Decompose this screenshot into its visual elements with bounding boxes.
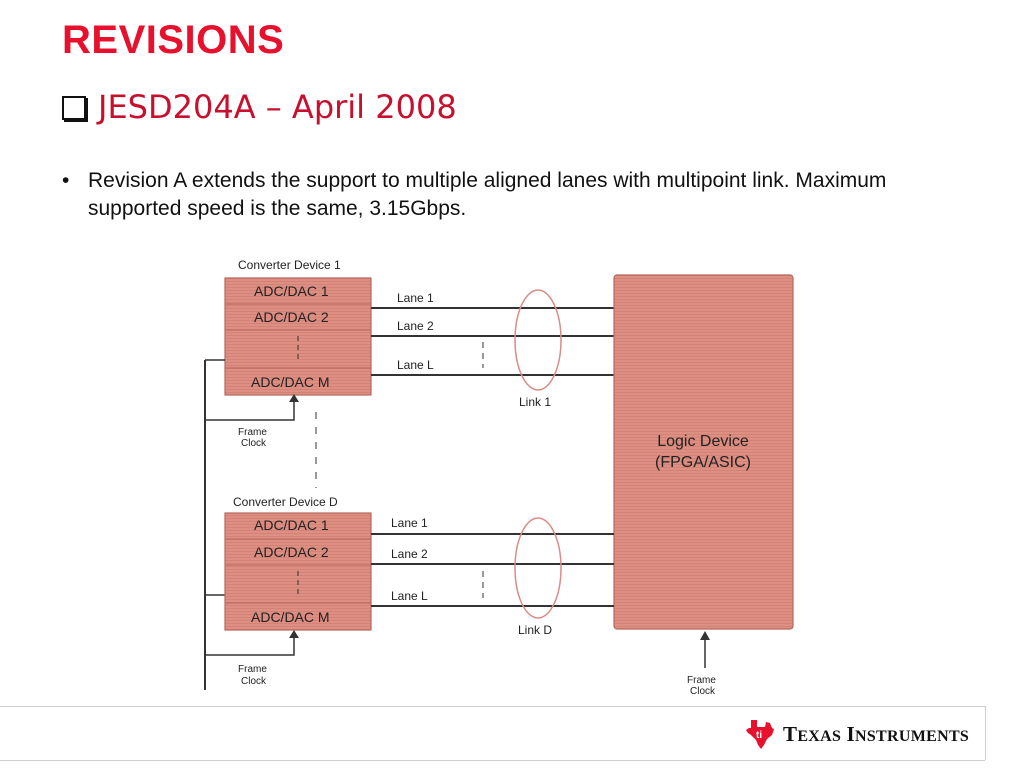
slide-subtitle: JESD204A – April 2008 bbox=[62, 88, 457, 126]
jesd204a-diagram: Converter Device 1 ADC/DAC 1 ADC/DAC 2 A… bbox=[204, 258, 794, 697]
ti-word1-cap: T bbox=[783, 721, 798, 746]
c1-adcm-label: ADC/DAC M bbox=[251, 374, 330, 390]
frame-clock-line-2 bbox=[205, 634, 295, 656]
link1-lane2-label: Lane 2 bbox=[397, 319, 434, 333]
linkD-laneL-label: Lane L bbox=[391, 589, 428, 603]
subtitle-text: JESD204A – April 2008 bbox=[98, 88, 457, 126]
logic-device-block bbox=[613, 274, 794, 630]
cD-adc2-label: ADC/DAC 2 bbox=[254, 544, 329, 560]
converter1-label: Converter Device 1 bbox=[238, 258, 341, 272]
link1-laneL-label: Lane L bbox=[397, 358, 434, 372]
checkbox-bullet-icon bbox=[62, 96, 86, 120]
footer-divider-bottom bbox=[0, 760, 985, 761]
c1-adc2-label: ADC/DAC 2 bbox=[254, 309, 329, 325]
frame-clock2-clock: Clock bbox=[241, 676, 267, 687]
link1-label: Link 1 bbox=[519, 395, 551, 409]
texas-instruments-logo: ti TEXAS INSTRUMENTS bbox=[745, 718, 969, 750]
frame-clock3-clock: Clock bbox=[690, 686, 716, 697]
footer-divider bbox=[0, 706, 985, 707]
frame-clock3-frame: Frame bbox=[687, 675, 716, 686]
converterD-label: Converter Device D bbox=[233, 495, 338, 509]
ti-wordmark: TEXAS INSTRUMENTS bbox=[783, 722, 969, 747]
bullet-item: • Revision A extends the support to mult… bbox=[62, 167, 972, 223]
cD-adc1-label: ADC/DAC 1 bbox=[254, 517, 329, 533]
ti-word2-rest: NSTRUMENTS bbox=[855, 727, 970, 745]
frame-clock1-frame: Frame bbox=[238, 427, 267, 438]
ti-state-icon: ti bbox=[746, 720, 774, 749]
frame-clock-line-1 bbox=[205, 398, 295, 421]
arrow-up-icon bbox=[289, 394, 299, 402]
bullet-text: Revision A extends the support to multip… bbox=[88, 169, 887, 220]
cD-adcm-label: ADC/DAC M bbox=[251, 609, 330, 625]
c1-adc1-label: ADC/DAC 1 bbox=[254, 283, 329, 299]
logic-device-sublabel: (FPGA/ASIC) bbox=[655, 454, 751, 471]
footer-divider-vertical bbox=[985, 706, 986, 760]
ti-word2-cap: I bbox=[846, 721, 855, 746]
linkD-label: Link D bbox=[518, 623, 552, 637]
ti-word1-rest: EXAS bbox=[797, 727, 842, 745]
linkD-lane1-label: Lane 1 bbox=[391, 516, 428, 530]
frame-clock2-frame: Frame bbox=[238, 664, 267, 675]
svg-text:ti: ti bbox=[756, 730, 762, 741]
arrow-up-icon bbox=[700, 631, 710, 640]
slide-title: REVISIONS bbox=[62, 18, 285, 62]
logic-device-label: Logic Device bbox=[657, 433, 749, 450]
bullet-dot-icon: • bbox=[62, 169, 70, 192]
arrow-up-icon bbox=[289, 630, 299, 638]
link1-lane1-label: Lane 1 bbox=[397, 291, 434, 305]
linkD-lane2-label: Lane 2 bbox=[391, 547, 428, 561]
link1-ellipse bbox=[514, 289, 562, 391]
linkD-ellipse bbox=[514, 517, 562, 619]
frame-clock1-clock: Clock bbox=[241, 438, 267, 449]
